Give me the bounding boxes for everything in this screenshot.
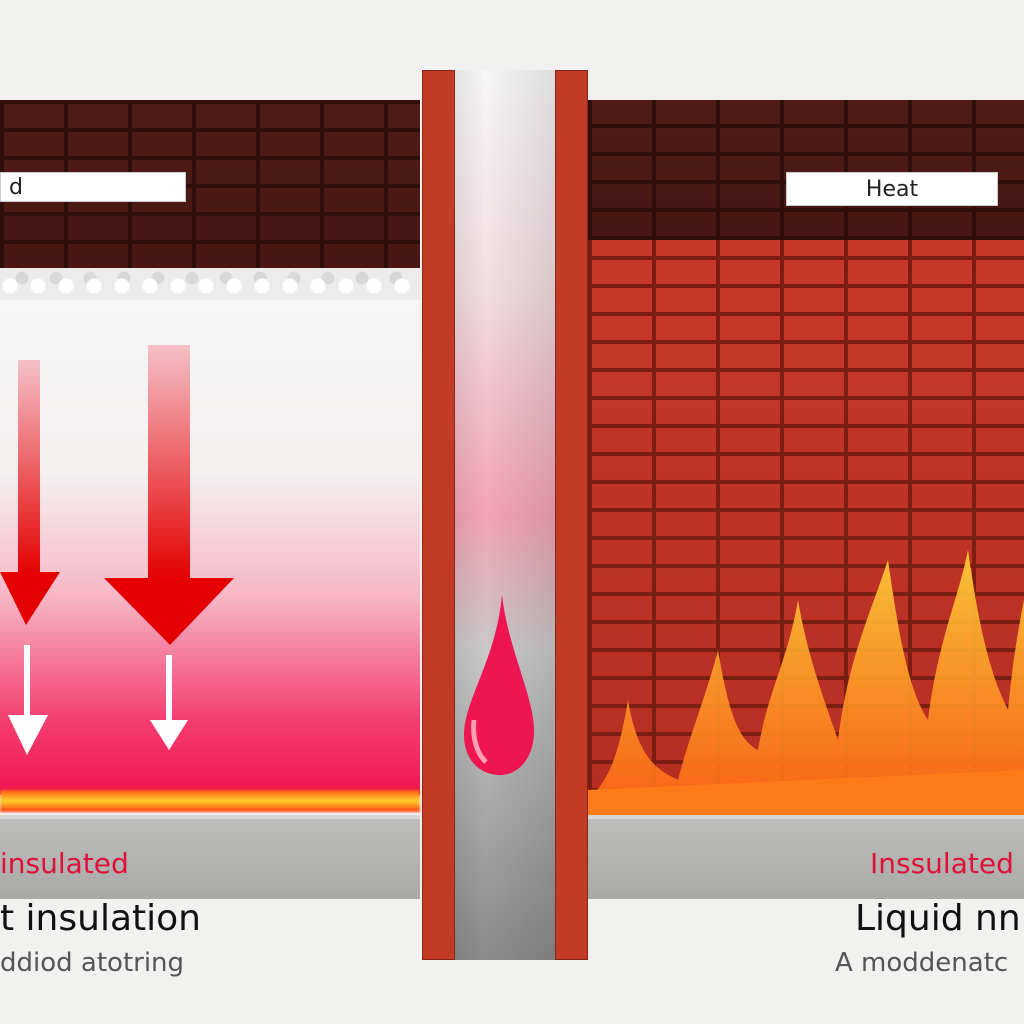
right-dark-brick-wall — [588, 100, 1024, 240]
heat-arrows — [0, 345, 234, 755]
left-band-label: insulated — [0, 847, 129, 880]
right-subtitle: A moddenatc — [835, 948, 1009, 978]
droplet-icon — [464, 595, 535, 775]
small-arrow-down-icon — [8, 645, 48, 755]
right-panel: Heat Inssulated — [588, 100, 1024, 900]
right-label-box: Heat — [786, 172, 998, 206]
right-band-label: Inssulated — [870, 847, 1014, 880]
arrow-down-icon — [104, 345, 234, 645]
flames-icon — [588, 550, 1024, 840]
heat-line — [0, 790, 420, 812]
pipe-interior — [455, 70, 555, 960]
left-label-text: d — [9, 174, 23, 200]
left-panel: d insulated — [0, 100, 420, 900]
right-title: Liquid nn — [855, 898, 1021, 939]
left-subtitle: ddiod atotring — [0, 948, 185, 978]
left-title: t insulation — [0, 898, 201, 939]
left-floor-band: insulated — [0, 815, 420, 899]
center-pipe — [422, 70, 588, 960]
pipe-wall-right — [555, 70, 588, 960]
left-label-box: d — [0, 172, 186, 202]
insulation-layer — [0, 300, 420, 795]
right-floor-band: Inssulated — [588, 815, 1024, 899]
small-arrow-down-icon — [150, 655, 188, 750]
pipe-wall-left — [422, 70, 455, 960]
gravel-layer — [0, 268, 420, 304]
arrow-down-icon — [0, 360, 60, 625]
right-label-text: Heat — [865, 176, 919, 202]
